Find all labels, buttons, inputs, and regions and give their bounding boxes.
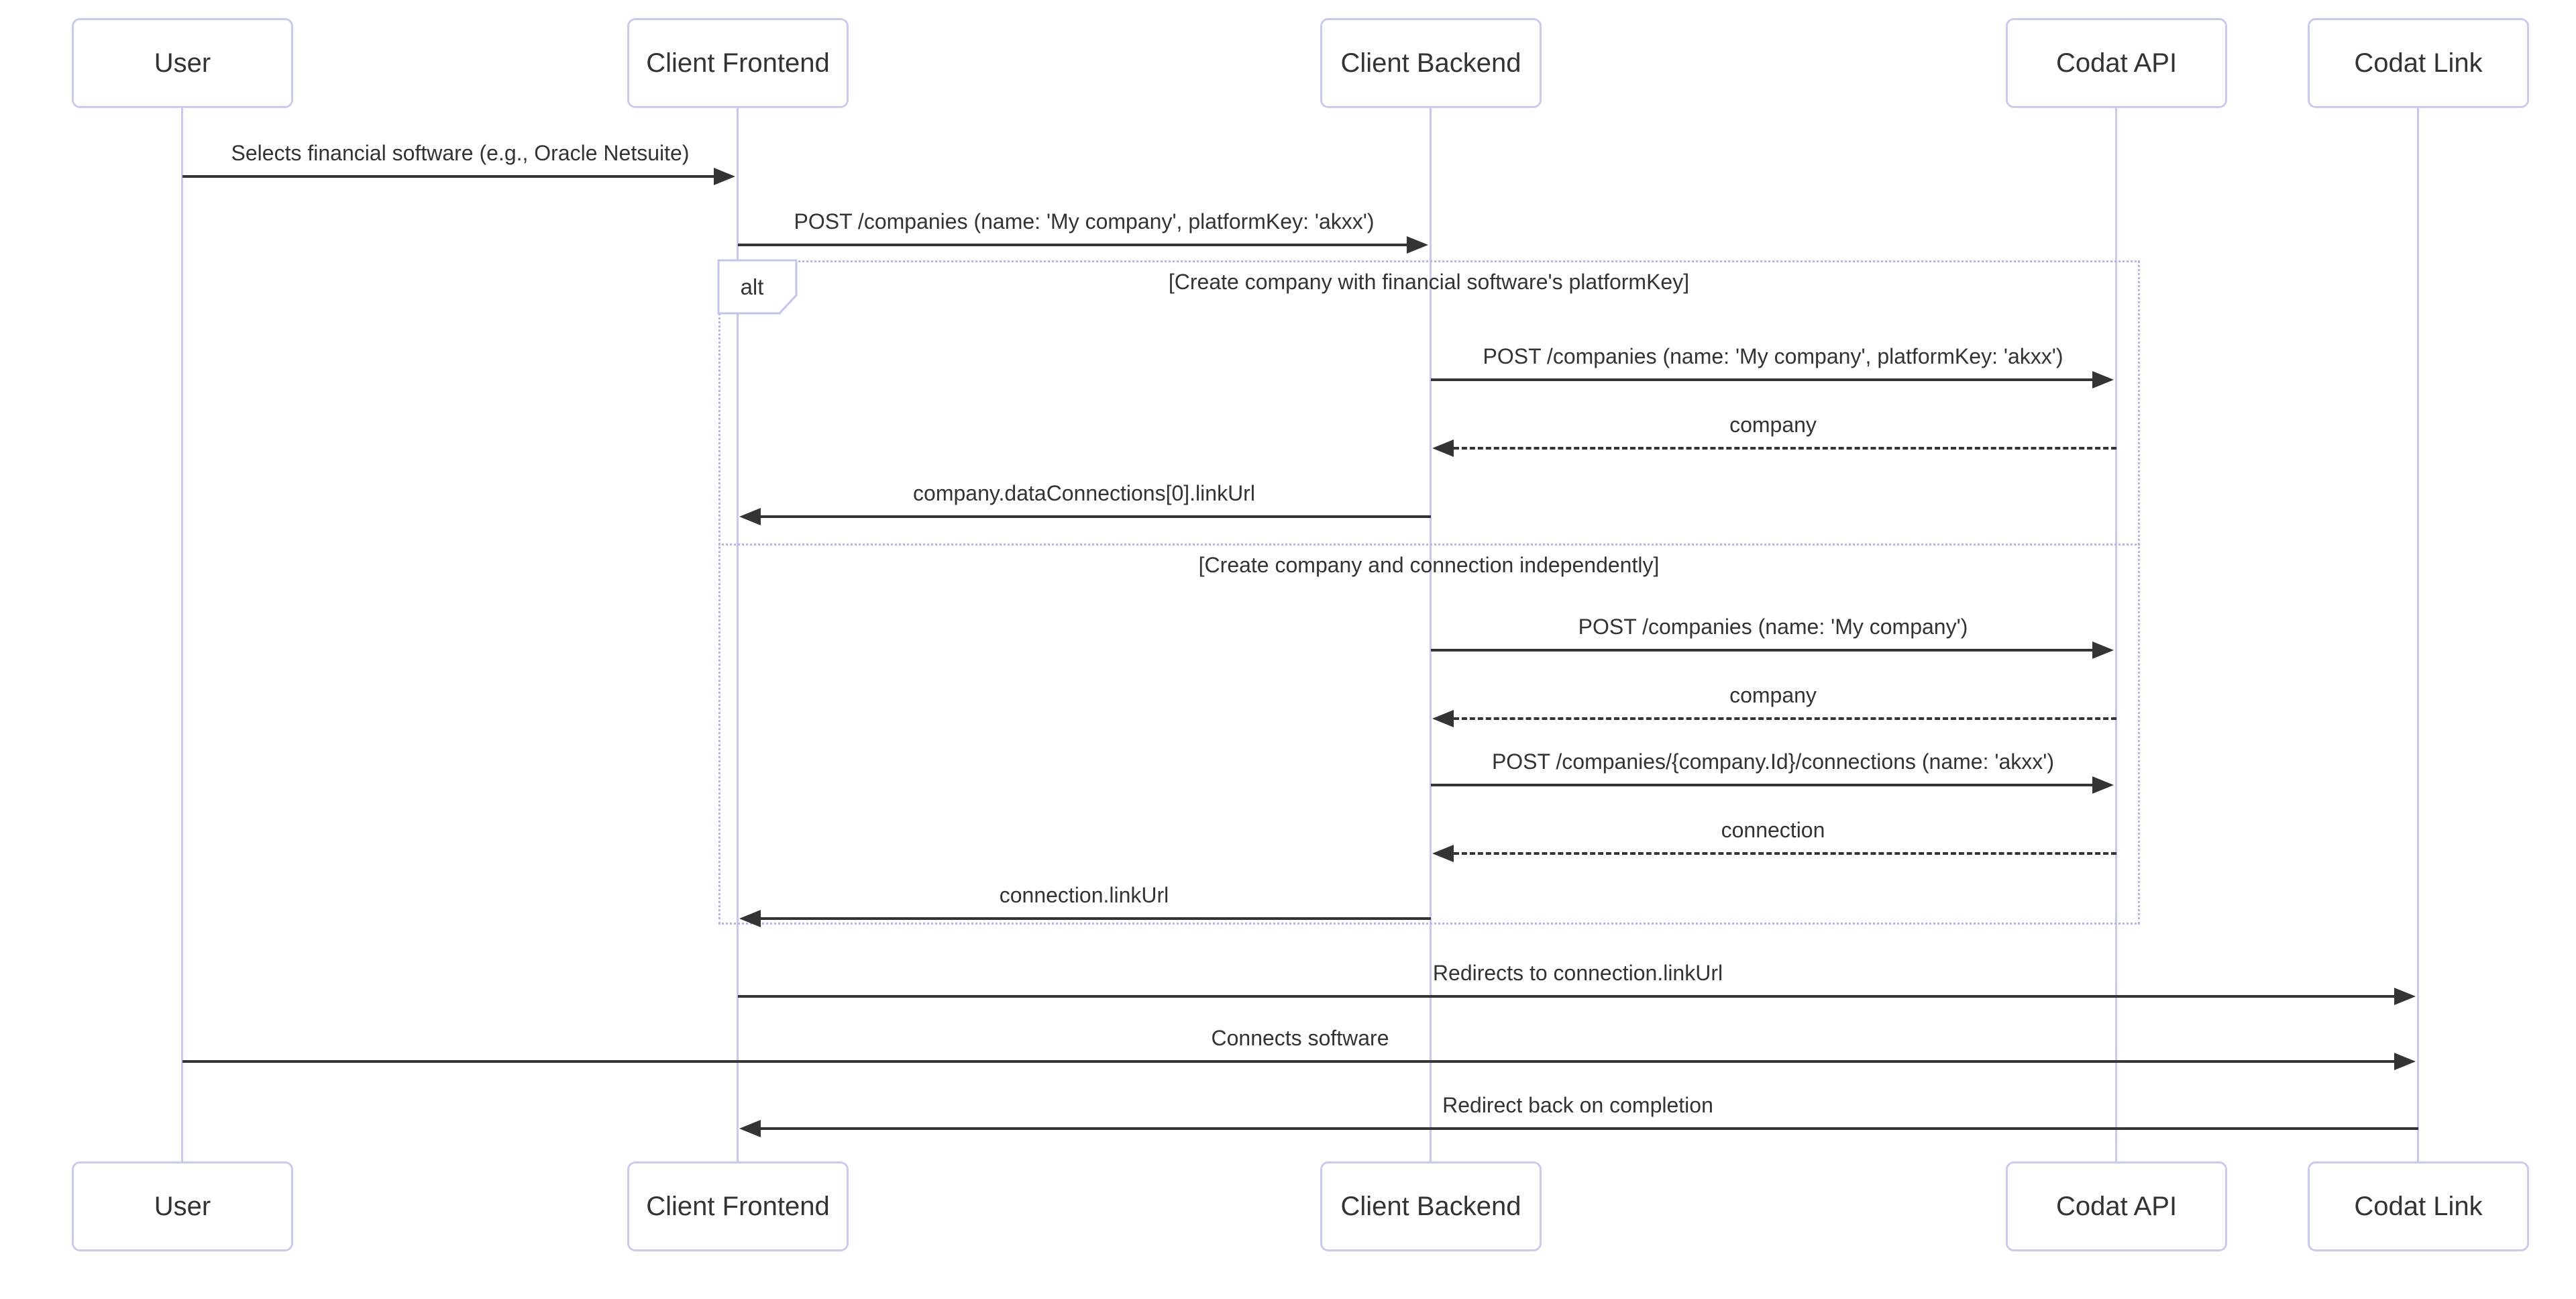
message-label: Connects software [1211, 1026, 1389, 1050]
message-label: POST /companies/{company.Id}/connections… [1491, 749, 2055, 774]
message-label: POST /companies (name: 'My company') [1578, 615, 1968, 639]
arrowhead-left-icon [1432, 845, 1454, 862]
actor-codat-api-top: Codat API [2006, 18, 2227, 108]
arrowhead-right-icon [2092, 371, 2114, 388]
arrowhead-right-icon [1407, 236, 1428, 254]
message-line [738, 244, 1407, 246]
arrowhead-right-icon [2092, 641, 2114, 659]
actor-label: User [154, 48, 211, 78]
arrowhead-right-icon [714, 168, 735, 185]
arrowhead-right-icon [2394, 988, 2416, 1005]
arrowhead-right-icon [2092, 776, 2114, 794]
actor-codat-link-top: Codat Link [2308, 18, 2529, 108]
message-label: connection.linkUrl [999, 883, 1169, 907]
actor-label: Codat API [2055, 48, 2178, 78]
message-line [761, 1127, 2418, 1130]
actor-label: Client Frontend [646, 48, 830, 78]
alt-label-text: alt [741, 274, 764, 299]
actor-label: Client Backend [1340, 48, 1521, 78]
message-line [1431, 378, 2092, 381]
arrowhead-left-icon [1432, 710, 1454, 727]
lifeline-client-frontend [737, 108, 739, 1161]
alt-frame [718, 260, 2140, 925]
message-label: company [1729, 413, 1817, 437]
message-label: POST /companies (name: 'My company', pla… [794, 209, 1375, 233]
arrowhead-left-icon [739, 910, 761, 927]
lifeline-user [181, 108, 183, 1161]
alt-section-2-title: [Create company and connection independe… [1198, 553, 1660, 577]
message-label: Redirects to connection.linkUrl [1432, 961, 1723, 985]
actor-codat-link-bottom: Codat Link [2308, 1161, 2529, 1251]
actor-client-frontend-top: Client Frontend [627, 18, 849, 108]
arrowhead-left-icon [1432, 439, 1454, 457]
actor-label: User [154, 1191, 211, 1221]
actor-label: Codat Link [2354, 48, 2483, 78]
alt-section-1-title: [Create company with financial software'… [1168, 270, 1690, 294]
actor-label: Codat Link [2354, 1191, 2483, 1221]
message-label: company.dataConnections[0].linkUrl [913, 481, 1255, 505]
message-label: Selects financial software (e.g., Oracle… [231, 141, 690, 165]
alt-label: alt [717, 259, 798, 315]
arrowhead-left-icon [739, 508, 761, 525]
lifeline-codat-api [2115, 108, 2117, 1161]
actor-user-bottom: User [72, 1161, 293, 1251]
message-line [1431, 784, 2092, 786]
message-line [761, 515, 1431, 518]
message-line [182, 175, 715, 178]
message-line [1454, 852, 2116, 855]
actor-client-backend-bottom: Client Backend [1320, 1161, 1542, 1251]
message-label: POST /companies (name: 'My company', pla… [1483, 344, 2063, 368]
actor-codat-api-bottom: Codat API [2006, 1161, 2227, 1251]
actor-user-top: User [72, 18, 293, 108]
message-label: company [1729, 683, 1817, 707]
actor-label: Client Backend [1340, 1191, 1521, 1221]
arrowhead-right-icon [2394, 1053, 2416, 1070]
message-line [1454, 447, 2116, 450]
lifeline-codat-link [2417, 108, 2419, 1161]
message-label: connection [1721, 818, 1825, 842]
lifeline-client-backend [1430, 108, 1432, 1161]
message-label: Redirect back on completion [1442, 1093, 1713, 1117]
actor-label: Codat API [2055, 1191, 2178, 1221]
message-line [761, 917, 1431, 920]
arrowhead-left-icon [739, 1120, 761, 1137]
message-line [738, 995, 2394, 998]
actor-client-frontend-bottom: Client Frontend [627, 1161, 849, 1251]
alt-else-divider [718, 543, 2140, 545]
actor-client-backend-top: Client Backend [1320, 18, 1542, 108]
message-line [1431, 649, 2092, 652]
message-line [1454, 717, 2116, 720]
actor-label: Client Frontend [646, 1191, 830, 1221]
message-line [182, 1060, 2394, 1063]
